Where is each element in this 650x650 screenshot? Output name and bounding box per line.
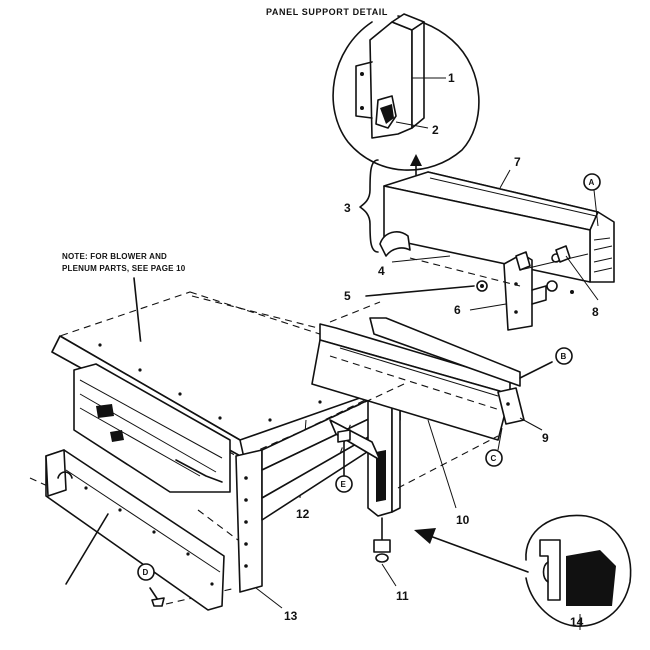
callout-e: E: [341, 480, 347, 489]
detail-14: 14: [414, 514, 632, 630]
part-label-6: 6: [454, 303, 461, 317]
part-label-13: 13: [284, 609, 298, 623]
note-line-1: NOTE: FOR BLOWER AND: [62, 252, 167, 261]
screw-5: 5: [344, 280, 488, 303]
callout-d: D: [143, 568, 149, 577]
callout-b: B: [561, 352, 567, 361]
part-label-10: 10: [456, 513, 470, 527]
part-label-7: 7: [514, 155, 521, 169]
part-label-9: 9: [542, 431, 549, 445]
leveling-foot: 11: [373, 517, 409, 603]
note-line-2: PLENUM PARTS, SEE PAGE 10: [62, 264, 186, 273]
part-label-2: 2: [432, 123, 439, 137]
part-label-12: 12: [296, 507, 310, 521]
part-label-1: 1: [448, 71, 455, 85]
blower-housing: [73, 363, 231, 493]
callout-c: C: [491, 454, 497, 463]
screw-e: E: [335, 429, 353, 493]
support-leg: [329, 391, 401, 517]
part-label-3: 3: [344, 201, 351, 215]
part-label-11: 11: [396, 589, 409, 603]
part-label-8: 8: [592, 305, 599, 319]
base-pan: 12: [51, 291, 407, 521]
part-label-14: 14: [570, 615, 584, 629]
bottom-plate: D: [45, 449, 225, 611]
front-panel-assembly: 3 7 4 A: [344, 155, 615, 283]
detail-title: PANEL SUPPORT DETAIL: [266, 7, 388, 17]
panel-support-detail: PANEL SUPPORT DETAIL 1 2: [266, 7, 480, 171]
part-label-5: 5: [344, 289, 351, 303]
callout-a: A: [589, 178, 595, 187]
side-rail: 10 9 B C: [311, 317, 573, 527]
screw-8: 8: [555, 245, 599, 319]
part-label-4: 4: [378, 264, 385, 278]
